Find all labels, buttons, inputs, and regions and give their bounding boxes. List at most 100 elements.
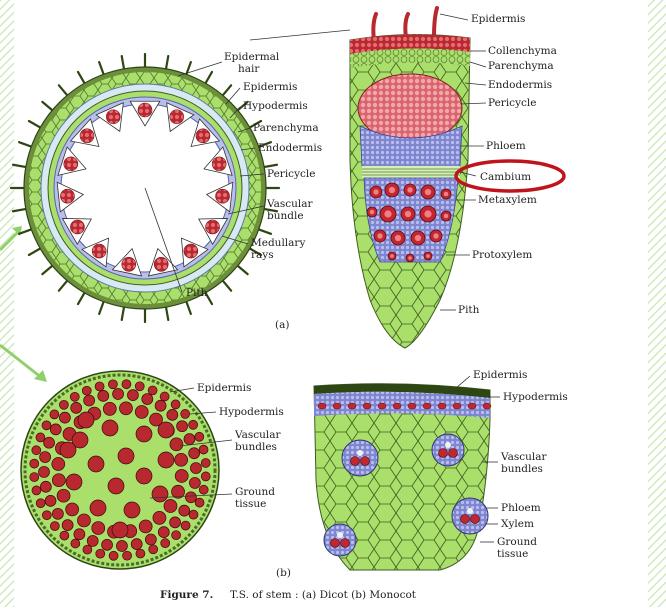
- xylem-lumen: [390, 254, 394, 258]
- monocot-bundle: [158, 452, 174, 468]
- xylem-vessel: [461, 515, 470, 524]
- sector-label-endodermis: Endodermis: [488, 79, 552, 91]
- sector-label-parenchyma: Parenchyma: [488, 60, 554, 72]
- xylem-lumen: [426, 254, 430, 258]
- monocot-bundle: [83, 545, 92, 554]
- monocot-bundle: [167, 409, 178, 420]
- monocot-bundle: [135, 382, 144, 391]
- xylem-patch: [196, 129, 210, 143]
- monocot-bundle: [36, 499, 45, 508]
- monocot-bundle: [71, 402, 82, 413]
- monocot-bundle: [153, 511, 166, 524]
- xylem-patch: [106, 110, 120, 124]
- monocot-bundle: [44, 437, 55, 448]
- monocot-bundle: [118, 448, 134, 464]
- monocot-bundle: [96, 549, 105, 558]
- monocot-bundle: [66, 474, 82, 490]
- hypodermis-cell: [408, 403, 416, 409]
- monocot-bundle: [123, 551, 132, 560]
- xylem-patch: [170, 110, 184, 124]
- monocot-bundle: [201, 472, 210, 481]
- monocot-bundle: [127, 390, 138, 401]
- xylem-vessel: [341, 539, 350, 548]
- monocot-bundle: [30, 459, 39, 468]
- monocot-bundle: [42, 421, 51, 430]
- xylem-patch: [80, 129, 94, 143]
- monocot-bundle: [152, 486, 168, 502]
- phloem-cell: [337, 532, 343, 538]
- monocot-bundle: [136, 426, 152, 442]
- xylem-patch: [122, 257, 136, 271]
- monocot-bundle: [142, 394, 153, 405]
- label-medullary-rays-1: Medullary: [251, 237, 305, 249]
- monocot-sector-bundle: [452, 498, 488, 534]
- monocot-bundle: [40, 452, 51, 463]
- monocot-stem-whole-section: [21, 371, 219, 569]
- monocot-bundle: [59, 412, 70, 423]
- monocot-bundle: [171, 400, 180, 409]
- monocot-bundle: [98, 390, 109, 401]
- monocot-bundle: [179, 505, 190, 516]
- monocot-bundle: [39, 466, 50, 477]
- monocot-bundle: [189, 477, 200, 488]
- xylem-lumen: [384, 210, 391, 217]
- label-medullary-rays-2: rays: [251, 249, 274, 261]
- sector-label-phloem: Phloem: [486, 140, 526, 152]
- monocot-bundle: [148, 386, 157, 395]
- xylem-patch: [206, 220, 220, 234]
- monocot-bundle: [50, 424, 61, 435]
- sector-label-collenchyma: Collenchyma: [488, 45, 557, 57]
- monocot-bundle: [45, 495, 56, 506]
- xylem-lumen: [373, 189, 378, 194]
- monocot-bundle: [139, 520, 152, 533]
- monocot-bundle: [189, 448, 200, 459]
- monocot-bundle: [158, 422, 174, 438]
- xylem-lumen: [433, 233, 438, 238]
- monocot-bundle: [40, 481, 51, 492]
- monocot-bundle: [90, 500, 106, 516]
- label-epidermal-hair-2: hair: [238, 63, 260, 75]
- monocot-bundle: [30, 473, 39, 482]
- monocot-sector-bundle: [342, 440, 378, 476]
- sector-label-epidermis: Epidermis: [471, 13, 525, 25]
- monocot-bundle: [113, 389, 124, 400]
- xylem-patch: [216, 189, 230, 203]
- monocot-bundle: [122, 380, 131, 389]
- monocot-bundle: [170, 517, 181, 528]
- monocot-bundle: [108, 380, 117, 389]
- monocot-bundle: [136, 549, 145, 558]
- xylem-vessel: [439, 449, 448, 458]
- monocot-sector-bundle: [324, 524, 356, 556]
- figure-caption: Figure 7. T.S. of stem : (a) Dicot (b) M…: [160, 589, 417, 601]
- sector-label-cambium: Cambium: [480, 171, 531, 183]
- monocot-bundle: [103, 402, 116, 415]
- xylem-lumen: [425, 189, 431, 195]
- mono-sector-label-ground-tissue-2: tissue: [497, 548, 528, 560]
- mono-label-ground-tissue-1: Ground: [235, 486, 275, 498]
- monocot-bundle: [88, 456, 104, 472]
- mono-sector-label-xylem: Xylem: [501, 518, 534, 530]
- xylem-lumen: [424, 210, 431, 217]
- monocot-bundle: [160, 392, 169, 401]
- hypodermis-cell: [423, 403, 431, 409]
- monocot-bundle: [50, 522, 59, 531]
- monocot-bundle: [62, 520, 73, 531]
- xylem-lumen: [415, 235, 421, 241]
- label-vascular-bundle-1: Vascular: [266, 198, 314, 210]
- hypodermis-cell: [348, 403, 356, 409]
- xylem-lumen: [407, 187, 412, 192]
- monocot-bundle: [119, 402, 132, 415]
- monocot-bundle: [149, 545, 158, 554]
- xylem-lumen: [408, 256, 412, 260]
- xylem-patch: [138, 103, 152, 117]
- monocot-bundle: [77, 514, 90, 527]
- monocot-bundle: [177, 421, 188, 432]
- xylem-vessel: [471, 515, 480, 524]
- monocot-bundle: [112, 522, 128, 538]
- label-epidermis: Epidermis: [243, 81, 297, 93]
- monocot-bundle: [32, 486, 41, 495]
- monocot-bundle: [181, 521, 190, 530]
- monocot-bundle: [195, 498, 204, 507]
- xylem-lumen: [405, 211, 411, 217]
